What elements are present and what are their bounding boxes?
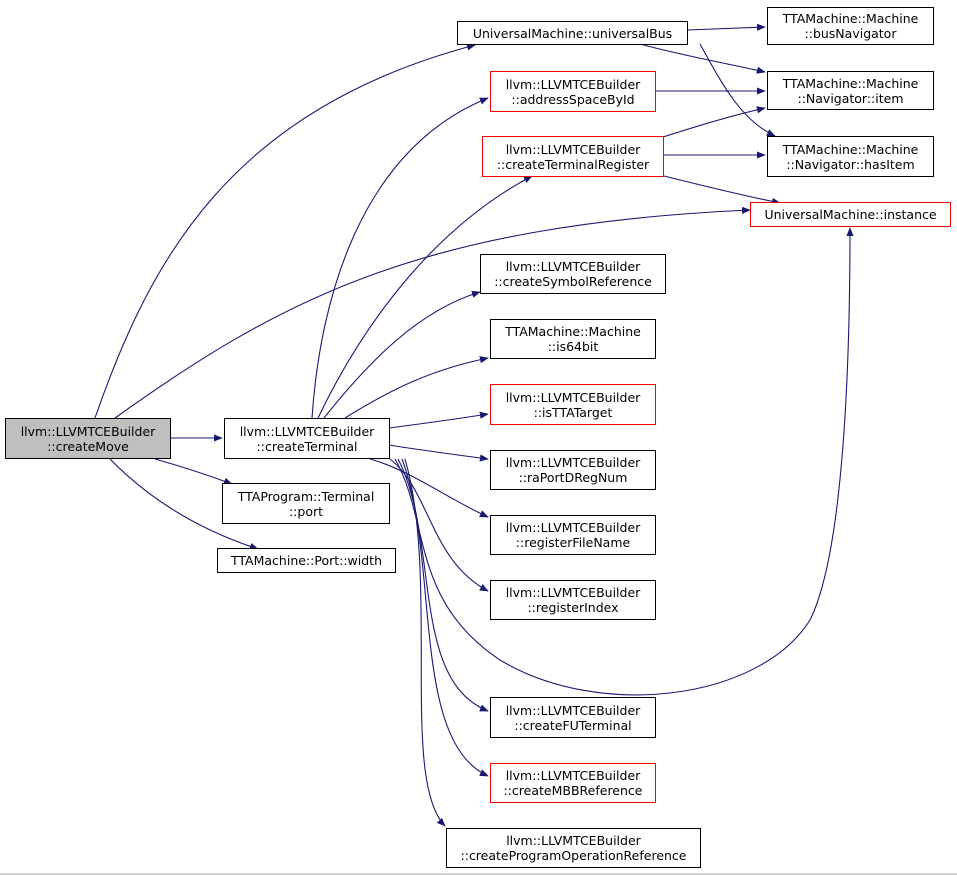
node-createSymbolReference-line2: ::createSymbolReference bbox=[494, 274, 652, 289]
node-createMove[interactable]: llvm::LLVMTCEBuilder ::createMove bbox=[5, 418, 171, 459]
node-createProgramOperationReference[interactable]: llvm::LLVMTCEBuilder ::createProgramOper… bbox=[446, 828, 701, 868]
node-createProgramOperationReference-line2: ::createProgramOperationReference bbox=[460, 848, 687, 863]
node-navigator-hasItem-line2: ::Navigator::hasItem bbox=[786, 156, 915, 172]
node-universalBus-line1: UniversalMachine::universalBus bbox=[472, 25, 673, 41]
node-navigator-item-line2: ::Navigator::item bbox=[797, 90, 904, 106]
node-registerIndex[interactable]: llvm::LLVMTCEBuilder ::registerIndex bbox=[490, 580, 656, 620]
edge-createTerminal-createTerminalRegister bbox=[317, 175, 533, 419]
node-portWidth[interactable]: TTAMachine::Port::width bbox=[217, 548, 396, 573]
node-isTTATarget-line2: ::isTTATarget bbox=[533, 404, 613, 420]
node-registerFileName-line2: ::registerFileName bbox=[515, 535, 631, 550]
node-createTerminal-line1: llvm::LLVMTCEBuilder bbox=[239, 423, 375, 439]
node-createFUTerminal-line2: ::createFUTerminal bbox=[514, 717, 632, 733]
node-createSymbolReference-line1: llvm::LLVMTCEBuilder bbox=[505, 259, 641, 274]
node-navigator-item-line1: TTAMachine::Machine bbox=[782, 75, 919, 91]
node-createMove-line1: llvm::LLVMTCEBuilder bbox=[20, 423, 156, 439]
node-is64bit[interactable]: TTAMachine::Machine ::is64bit bbox=[490, 319, 656, 359]
node-busNavigator[interactable]: TTAMachine::Machine ::busNavigator bbox=[767, 7, 934, 45]
node-terminalPort-line1: TTAProgram::Terminal bbox=[237, 488, 375, 504]
edge-createTerminal-instance bbox=[394, 227, 854, 696]
node-createMove-line2: ::createMove bbox=[47, 438, 129, 454]
node-createMBBReference-line1: llvm::LLVMTCEBuilder bbox=[505, 768, 641, 783]
node-raPortDRegNum-line2: ::raPortDRegNum bbox=[518, 470, 628, 485]
node-terminalPort-line2: ::port bbox=[288, 503, 324, 519]
node-createMBBReference-line2: ::createMBBReference bbox=[503, 783, 643, 798]
node-instance[interactable]: UniversalMachine::instance bbox=[750, 202, 951, 227]
node-createMBBReference[interactable]: llvm::LLVMTCEBuilder ::createMBBReferenc… bbox=[490, 763, 656, 803]
bottom-divider bbox=[0, 873, 957, 875]
edge-createTerminal-createSymbolReference bbox=[323, 290, 481, 419]
edge-createTerminal-addressSpaceById bbox=[311, 97, 489, 419]
node-busNavigator-line2: ::busNavigator bbox=[804, 26, 897, 41]
edge-universalBus-busNavigator bbox=[687, 23, 766, 31]
node-registerIndex-line2: ::registerIndex bbox=[527, 600, 619, 615]
edge-createTerminal-createFUTerminal bbox=[397, 458, 489, 712]
node-navigator-item[interactable]: TTAMachine::Machine ::Navigator::item bbox=[767, 71, 934, 110]
node-createTerminalRegister-line2: ::createTerminalRegister bbox=[496, 156, 650, 172]
edge-universalBus-navHasItem bbox=[699, 43, 776, 137]
node-createFUTerminal-line1: llvm::LLVMTCEBuilder bbox=[505, 702, 641, 718]
node-isTTATarget-line1: llvm::LLVMTCEBuilder bbox=[505, 389, 641, 405]
node-registerIndex-line1: llvm::LLVMTCEBuilder bbox=[505, 585, 641, 600]
node-busNavigator-line1: TTAMachine::Machine bbox=[782, 11, 919, 26]
edge-createTerminal-isTTATarget bbox=[388, 411, 489, 429]
node-addressSpaceById-line1: llvm::LLVMTCEBuilder bbox=[505, 76, 641, 92]
node-createSymbolReference[interactable]: llvm::LLVMTCEBuilder ::createSymbolRefer… bbox=[480, 254, 666, 294]
node-is64bit-line2: ::is64bit bbox=[547, 339, 599, 354]
node-createTerminalRegister[interactable]: llvm::LLVMTCEBuilder ::createTerminalReg… bbox=[482, 136, 664, 177]
node-instance-line1: UniversalMachine::instance bbox=[764, 207, 937, 222]
node-createTerminalRegister-line1: llvm::LLVMTCEBuilder bbox=[505, 141, 641, 157]
edge-createMove-instance bbox=[114, 206, 751, 419]
edge-createTerminal-is64bit bbox=[344, 356, 489, 419]
edge-createTerminalRegister-navItem bbox=[659, 106, 766, 139]
node-raPortDRegNum-line1: llvm::LLVMTCEBuilder bbox=[505, 455, 641, 470]
node-universalBus[interactable]: UniversalMachine::universalBus bbox=[457, 21, 688, 45]
node-registerFileName[interactable]: llvm::LLVMTCEBuilder ::registerFileName bbox=[490, 515, 656, 555]
edge-universalBus-navItem bbox=[639, 43, 766, 74]
node-addressSpaceById[interactable]: llvm::LLVMTCEBuilder ::addressSpaceById bbox=[490, 71, 656, 112]
edge-createTerminal-registerFileName bbox=[369, 458, 489, 518]
node-isTTATarget[interactable]: llvm::LLVMTCEBuilder ::isTTATarget bbox=[490, 384, 656, 425]
node-portWidth-line1: TTAMachine::Port::width bbox=[230, 553, 383, 568]
node-raPortDRegNum[interactable]: llvm::LLVMTCEBuilder ::raPortDRegNum bbox=[490, 450, 656, 490]
edge-createMove-portWidth bbox=[109, 458, 259, 550]
edge-createTerminal-registerIndex bbox=[389, 458, 489, 592]
edge-createTerminal-raPortDRegNum bbox=[388, 444, 489, 462]
node-addressSpaceById-line2: ::addressSpaceById bbox=[511, 91, 635, 107]
node-is64bit-line1: TTAMachine::Machine bbox=[505, 324, 641, 339]
node-registerFileName-line1: llvm::LLVMTCEBuilder bbox=[505, 520, 641, 535]
node-navigator-hasItem-line1: TTAMachine::Machine bbox=[782, 141, 919, 157]
node-createTerminal-line2: ::createTerminal bbox=[256, 438, 358, 454]
node-navigator-hasItem[interactable]: TTAMachine::Machine ::Navigator::hasItem bbox=[767, 136, 934, 177]
node-createProgramOperationReference-line1: llvm::LLVMTCEBuilder bbox=[506, 833, 641, 848]
edge-createTerminalRegister-instance bbox=[663, 175, 781, 205]
node-createTerminal[interactable]: llvm::LLVMTCEBuilder ::createTerminal bbox=[224, 418, 390, 459]
node-createFUTerminal[interactable]: llvm::LLVMTCEBuilder ::createFUTerminal bbox=[490, 697, 656, 738]
node-terminalPort[interactable]: TTAProgram::Terminal ::port bbox=[222, 483, 390, 524]
edge-createMove-universalBus bbox=[94, 43, 476, 419]
edge-createTerminal-createProgramOperationReference bbox=[404, 458, 446, 827]
edge-createMove-terminalPort bbox=[154, 458, 233, 485]
